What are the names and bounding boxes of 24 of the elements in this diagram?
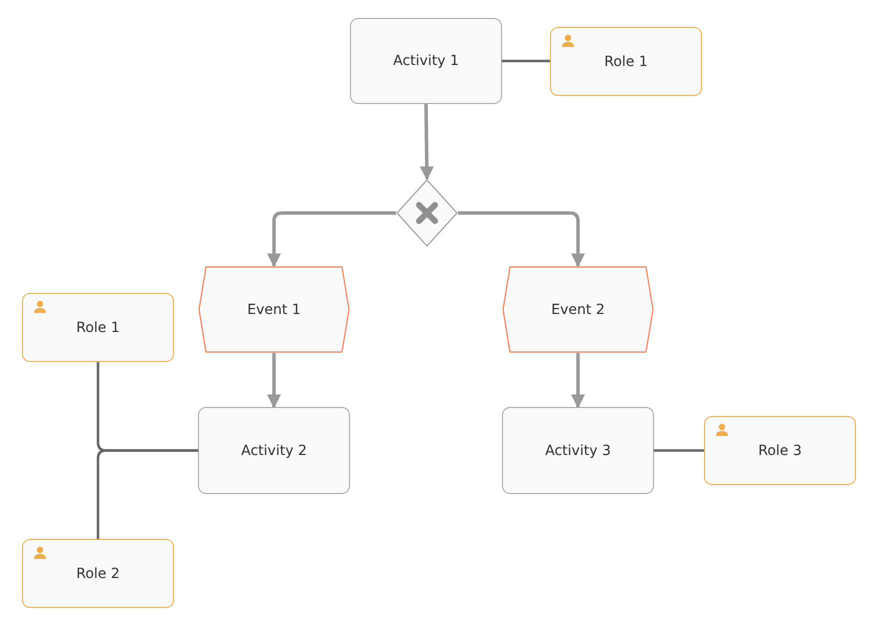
activity-box <box>350 18 502 104</box>
arrow <box>458 211 585 268</box>
role-box <box>704 416 856 485</box>
activity-label: Activity 1 <box>393 53 459 69</box>
connector-line <box>654 449 704 452</box>
activity-label: Activity 2 <box>241 442 307 458</box>
activity-box <box>198 407 350 494</box>
connector-line <box>502 60 550 62</box>
activity-label: Activity 3 <box>545 442 611 458</box>
role-box <box>22 539 174 608</box>
activity-box <box>502 407 654 494</box>
role-label: Role 1 <box>76 320 120 336</box>
arrow <box>571 353 585 408</box>
role-label: Role 2 <box>76 566 120 582</box>
role-label: Role 3 <box>758 442 802 458</box>
role-box <box>22 293 174 362</box>
event-label: Event 2 <box>551 302 605 318</box>
connector-line <box>96 449 198 539</box>
arrow <box>420 104 434 180</box>
role-box <box>550 27 702 96</box>
role-label: Role 1 <box>604 54 648 70</box>
arrow <box>267 353 281 408</box>
arrow <box>267 211 396 268</box>
event-label: Event 1 <box>247 302 301 318</box>
